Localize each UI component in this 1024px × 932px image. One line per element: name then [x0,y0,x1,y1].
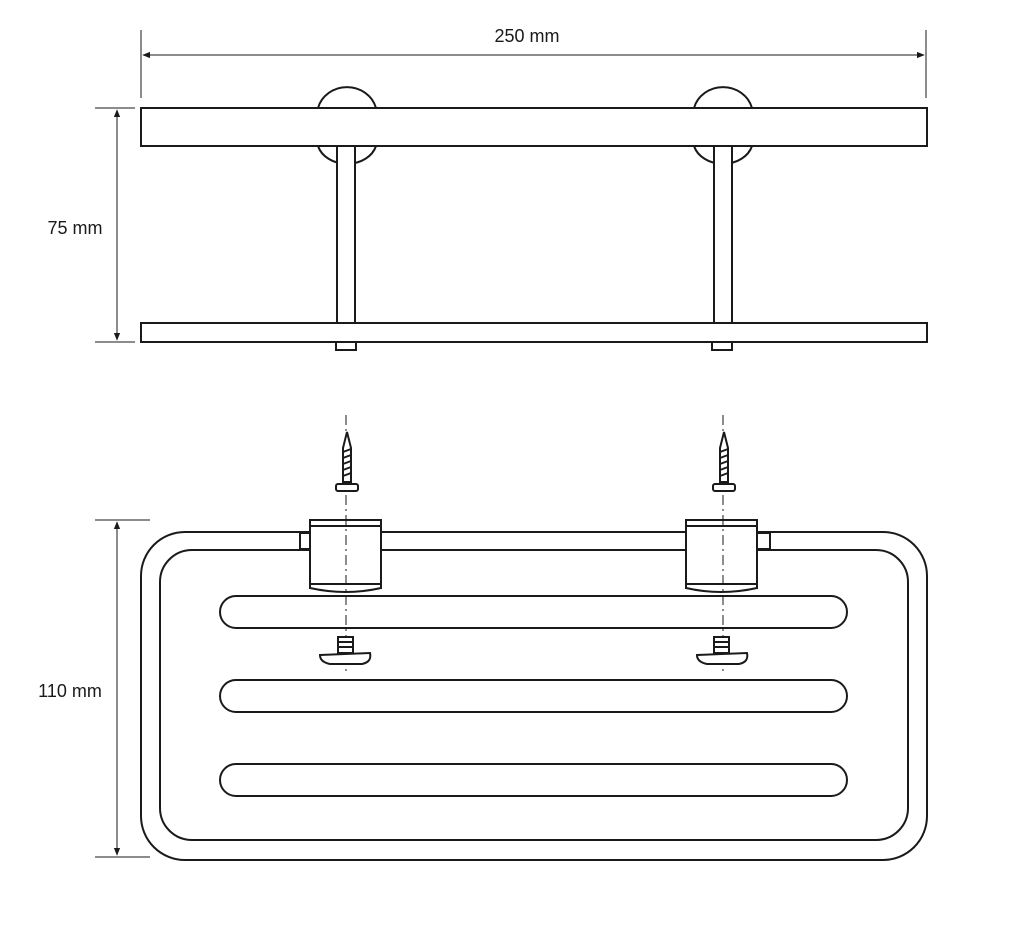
bracket-left [299,519,382,593]
nail-right-icon [712,431,736,492]
height-dimension: 75 mm [47,107,135,343]
width-dimension: 250 mm [140,26,927,98]
depth-label: 110 mm [38,681,102,701]
top-view: 110 mm [38,415,928,861]
post-left [336,145,356,324]
tray-slot-2 [219,679,848,713]
bottom-shelf [140,322,928,343]
width-label: 250 mm [494,26,559,46]
post-right [713,145,733,324]
bracket-right [685,519,771,593]
nail-left-icon [335,431,359,492]
wall-mount-right [692,86,754,165]
height-label: 75 mm [47,218,102,238]
tray-slot-3 [219,763,848,797]
tray-slot-1 [219,595,848,629]
post-foot-right [711,341,733,351]
set-screw-left-icon [318,636,372,665]
tray-frame-inner [159,549,909,841]
depth-dimension: 110 mm [38,519,150,858]
post-foot-left [335,341,357,351]
front-view: 250 mm 75 mm [47,26,928,351]
set-screw-right-icon [695,636,749,665]
top-rail [140,107,928,147]
